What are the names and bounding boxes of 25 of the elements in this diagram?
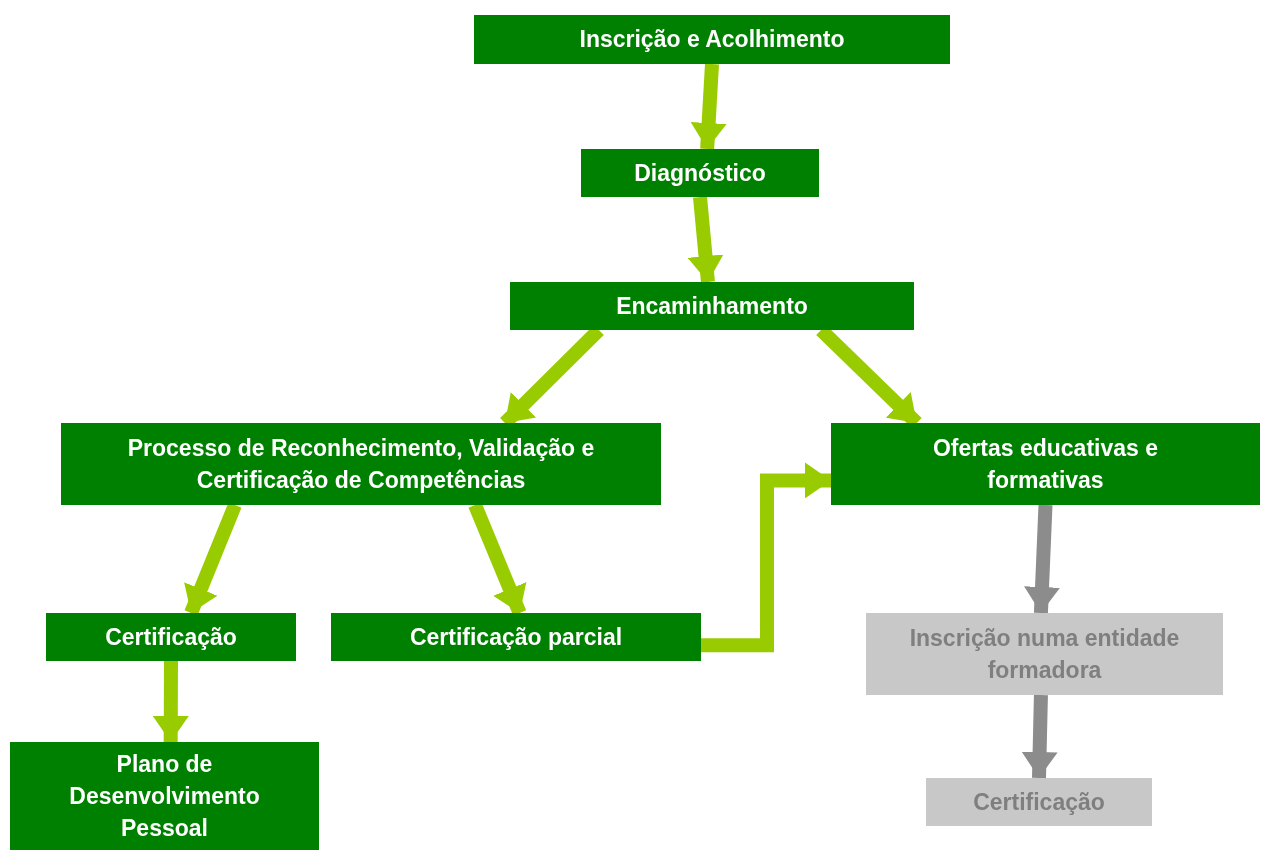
box-label: Inscrição numa entidade formadora bbox=[908, 623, 1181, 685]
process-box bbox=[10, 742, 319, 850]
box-label: Certificação parcial bbox=[409, 622, 623, 652]
box-label: Processo de Reconhecimento, Validação e Certificação de Competências bbox=[126, 433, 596, 495]
process-box bbox=[831, 423, 1260, 505]
box-label: Encaminhamento bbox=[616, 291, 808, 321]
arrow bbox=[687, 196, 724, 283]
arrow bbox=[1024, 504, 1060, 614]
box-label: Plano de Desenvolvimento Pessoal bbox=[68, 749, 261, 844]
process-box bbox=[866, 613, 1223, 695]
box-label: Ofertas educativas e formativas bbox=[932, 433, 1159, 495]
arrow bbox=[690, 63, 727, 150]
process-box bbox=[926, 778, 1152, 826]
process-box bbox=[61, 423, 661, 505]
arrow bbox=[701, 462, 831, 653]
arrow bbox=[1021, 694, 1058, 779]
box-label: Diagnóstico bbox=[634, 158, 766, 188]
process-box bbox=[474, 15, 950, 64]
box-label: Certificação bbox=[105, 622, 237, 652]
process-box bbox=[331, 613, 701, 661]
box-label: Inscrição e Acolhimento bbox=[579, 25, 845, 55]
process-box bbox=[581, 149, 819, 197]
process-box bbox=[46, 613, 296, 661]
box-label: Certificação bbox=[973, 787, 1105, 817]
process-box bbox=[510, 282, 914, 330]
